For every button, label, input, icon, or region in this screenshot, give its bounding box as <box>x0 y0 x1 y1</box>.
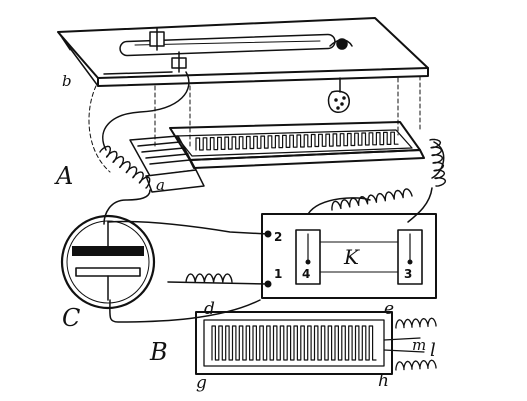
wires <box>102 71 445 323</box>
label-A: A <box>54 162 73 190</box>
wire-k4-top <box>307 197 371 215</box>
tube-plate-lower <box>75 267 141 277</box>
label-e: e <box>384 299 394 319</box>
coiled-wire-middle <box>331 188 413 211</box>
label-a: a <box>156 176 165 194</box>
label-C: C <box>62 304 80 332</box>
wire-to-terminal-2 <box>107 220 269 235</box>
terminal-label-2: 2 <box>274 230 282 244</box>
box-k <box>261 213 437 299</box>
terminal-3-dot <box>407 259 413 265</box>
label-d: d <box>204 299 215 319</box>
connector-block-a <box>129 135 205 193</box>
board-knob <box>329 38 353 50</box>
coiled-wire-right <box>429 138 447 187</box>
wire-right-loop <box>431 141 445 179</box>
coil-board <box>169 121 425 169</box>
slider-contact <box>103 27 187 75</box>
coiled-wire-c <box>185 273 233 283</box>
tube-plate-upper <box>72 246 144 256</box>
detail-b-meander <box>211 325 377 361</box>
label-m: m <box>412 336 426 354</box>
hanging-weight <box>327 77 350 113</box>
wire-slider-to-coil <box>102 71 190 151</box>
terminal-2-dot <box>264 230 272 238</box>
label-l: l <box>430 340 436 361</box>
wire-a-to-c-top <box>103 189 151 225</box>
label-h: h <box>378 371 389 391</box>
terminal-1-dot <box>264 280 272 288</box>
coil-meander <box>195 131 399 151</box>
label-K: K <box>343 245 360 269</box>
wire-k3-top <box>407 187 433 223</box>
label-g: g <box>196 373 207 393</box>
coiled-wire-left <box>99 145 151 189</box>
terminal-label-4: 4 <box>302 267 310 281</box>
label-b: b <box>62 72 72 90</box>
wire-to-terminal-1 <box>167 281 269 285</box>
label-B: B <box>149 338 168 366</box>
terminal-4-dot <box>305 259 311 265</box>
terminal-dots <box>264 230 413 288</box>
board-slot <box>119 33 336 57</box>
table-board <box>57 17 429 87</box>
terminal-block-4 <box>295 229 321 285</box>
coiled-wire-b-upper <box>395 317 437 329</box>
detail-b-leads <box>383 337 425 353</box>
terminal-label-1: 1 <box>274 267 282 281</box>
coiled-wire-b-lower <box>395 359 437 371</box>
terminal-label-3: 3 <box>404 267 412 281</box>
tube-c <box>60 214 156 310</box>
detail-b-frame <box>195 311 393 375</box>
terminal-block-3 <box>397 229 423 285</box>
